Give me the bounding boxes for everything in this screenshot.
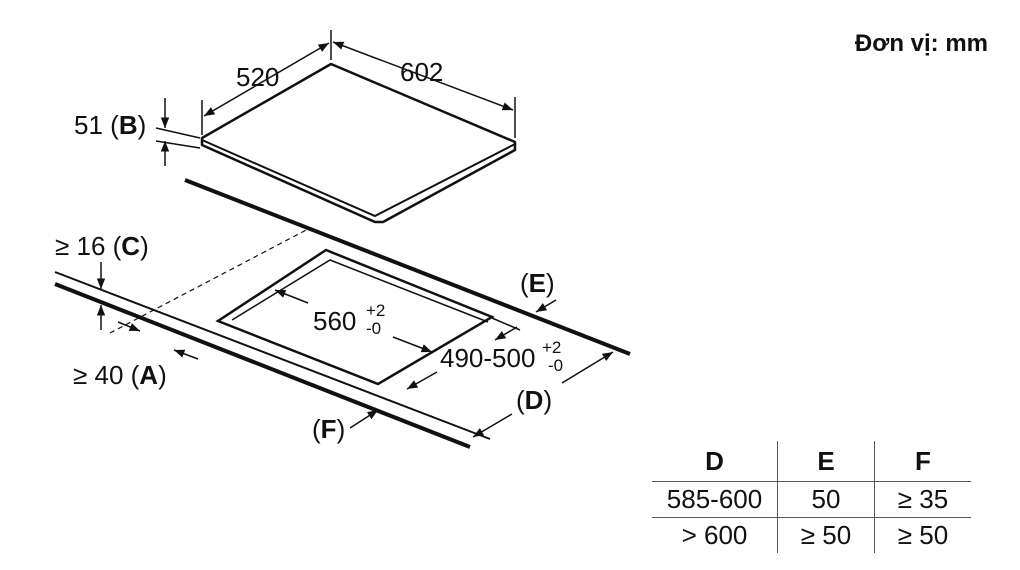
- cutout-depth-tol-minus: -0: [548, 356, 564, 375]
- dim-e-line: [535, 299, 557, 313]
- cutout-depth-tol-plus: +2: [542, 338, 562, 357]
- table-header-row: D E F: [652, 441, 971, 482]
- table-cell: ≥ 50: [874, 517, 971, 553]
- table-header-e: E: [777, 441, 875, 482]
- table-cell: > 600: [681, 520, 748, 550]
- dim-d-line: [472, 351, 614, 438]
- clearance-c-label: ≥ 16 (C): [55, 231, 149, 261]
- table-row: 585-600 50 ≥ 35: [652, 481, 971, 518]
- countertop: [54, 178, 631, 449]
- dim-520-line: [201, 42, 330, 135]
- dim-560-line: [274, 289, 433, 353]
- dim-f-line: [349, 409, 379, 429]
- dim-a-line: [117, 321, 199, 360]
- clearance-a-label: ≥ 40 (A): [73, 360, 167, 390]
- cutout-width-tol-minus: -0: [366, 319, 382, 338]
- hob-height-label: 51 (B): [74, 110, 147, 140]
- table-header-f: F: [874, 441, 971, 482]
- cutout-depth-label: 490-500: [440, 343, 536, 373]
- table-row: > 600 ≥ 50 ≥ 50: [652, 517, 971, 553]
- clearance-e-label: (E): [520, 268, 555, 298]
- hob-width-label: 602: [400, 57, 444, 87]
- dim-602-line: [330, 30, 516, 138]
- cutout-outline: [215, 248, 495, 386]
- cutout-width-label: 560: [313, 306, 357, 336]
- table-cell: ≥ 35: [874, 481, 971, 518]
- table-header-d: D: [705, 445, 724, 476]
- hob-depth-label: 520: [236, 62, 280, 92]
- table-cell: 585-600: [666, 484, 763, 514]
- dim-b-line: [155, 98, 201, 166]
- dim-490-line: [406, 317, 521, 390]
- table-cell: 50: [777, 481, 875, 518]
- unit-label: Đơn vị: mm: [854, 30, 988, 57]
- clearance-d-label: (D): [516, 385, 553, 415]
- table-cell: ≥ 50: [777, 517, 875, 553]
- clearance-f-label: (F): [312, 414, 346, 444]
- clearance-table: D E F 585-600 50 ≥ 35 > 600 ≥ 50 ≥ 50: [652, 441, 971, 553]
- cutout-width-tol-plus: +2: [366, 301, 386, 320]
